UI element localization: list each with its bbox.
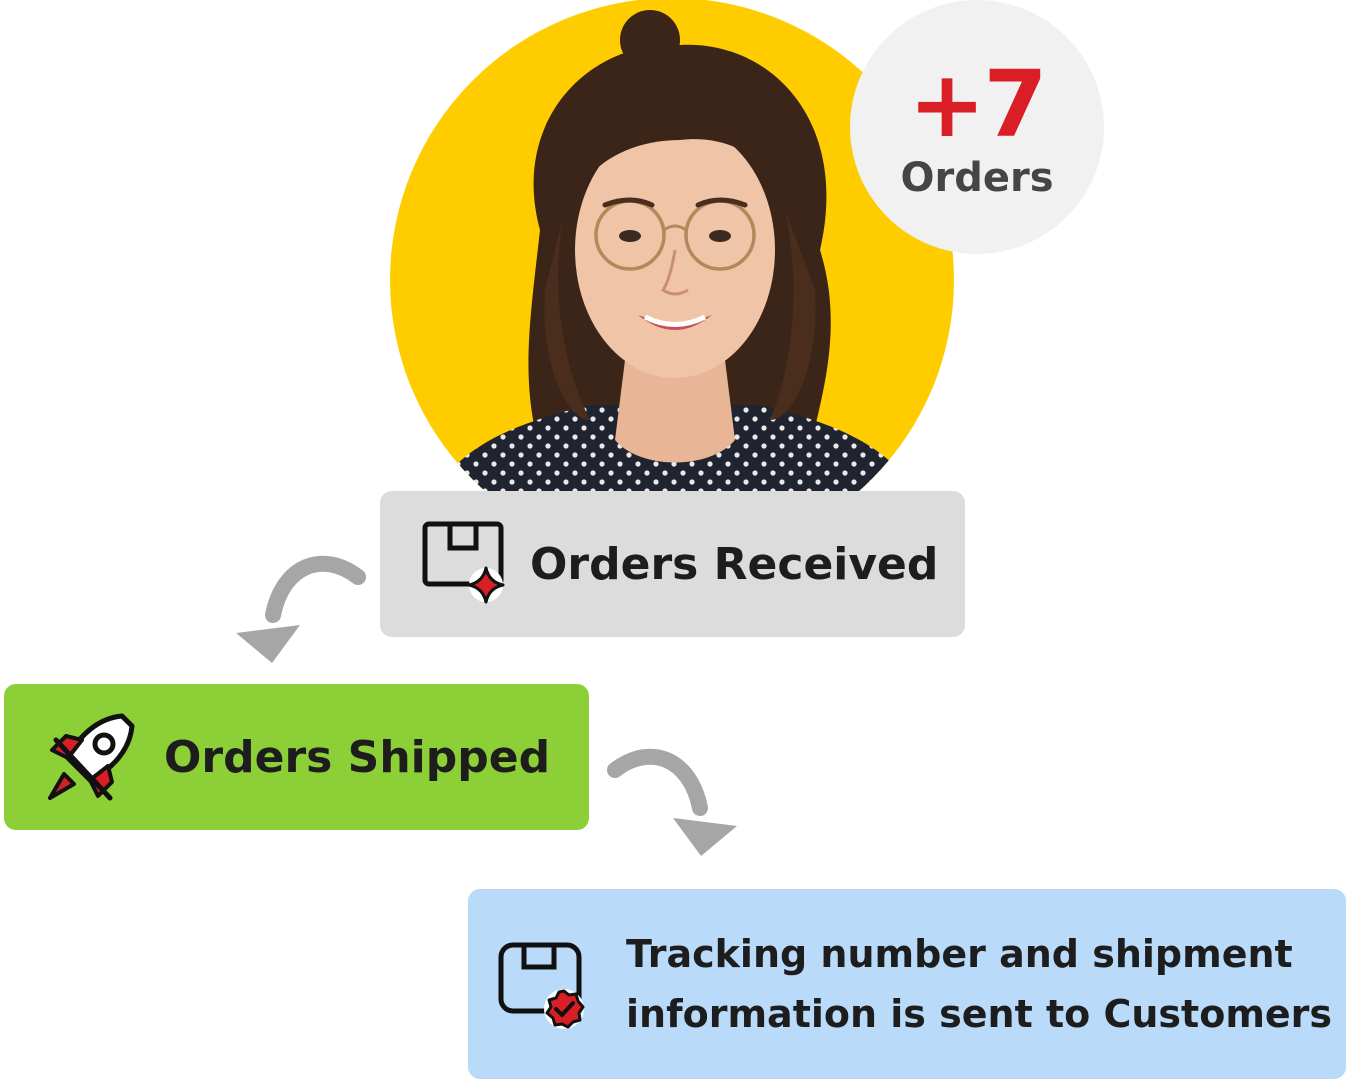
step-tracking-info-label: Tracking number and shipment information… bbox=[626, 924, 1332, 1044]
step-tracking-info-line1: Tracking number and shipment bbox=[626, 932, 1293, 976]
step-tracking-info-line2: information is sent to Customers bbox=[626, 992, 1333, 1036]
orders-unit-label: Orders bbox=[900, 155, 1054, 201]
step-orders-received-label: Orders Received bbox=[530, 538, 939, 590]
step-orders-shipped-label: Orders Shipped bbox=[164, 731, 551, 783]
curved-arrow-icon bbox=[607, 748, 737, 856]
avatar bbox=[390, 0, 955, 500]
step-orders-shipped: Orders Shipped bbox=[4, 684, 589, 830]
step-orders-received: Orders Received bbox=[380, 491, 965, 637]
step-tracking-info: Tracking number and shipment information… bbox=[468, 889, 1346, 1079]
orders-badge: +7 Orders bbox=[850, 0, 1104, 254]
rocket-icon bbox=[48, 713, 135, 801]
avatar-photo bbox=[390, 0, 954, 492]
package-sparkle-icon bbox=[422, 521, 505, 604]
package-check-icon bbox=[498, 942, 585, 1029]
curved-arrow-icon bbox=[236, 555, 366, 663]
orders-count: +7 bbox=[908, 51, 1047, 158]
